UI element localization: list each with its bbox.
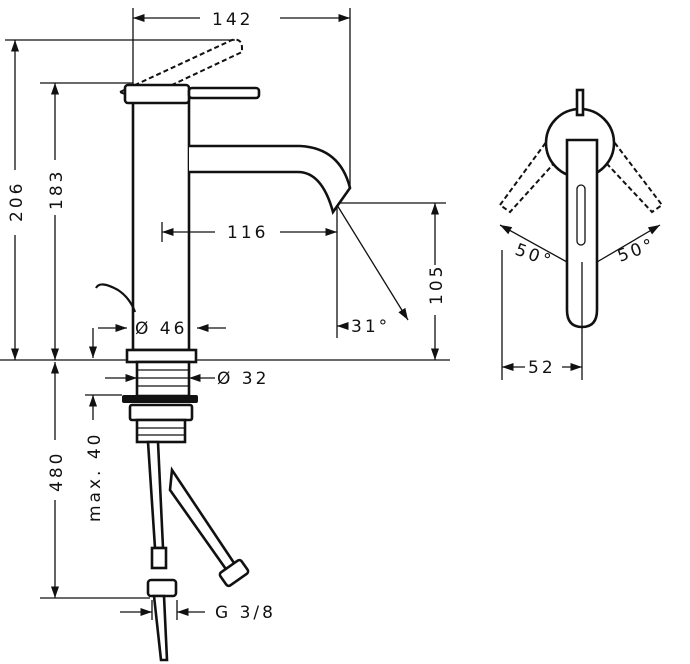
- base-ring: [125, 348, 198, 364]
- popup-rod: [95, 283, 137, 313]
- dim-142: 142: [212, 10, 253, 30]
- dim-diameter-46: Ø 46: [135, 319, 187, 339]
- faucet-top-view: [498, 88, 664, 380]
- dim-480: 480: [47, 451, 67, 492]
- hose-1-fitting: [150, 546, 168, 570]
- mounting-nut: [128, 403, 194, 422]
- supply-pipe: [152, 594, 169, 662]
- lever-slot: [576, 184, 586, 246]
- lever-handle: [187, 86, 261, 100]
- spout: [189, 144, 352, 215]
- hose-1: [146, 440, 165, 550]
- hose-2: [168, 466, 238, 574]
- faucet-side-view: [0, 38, 450, 662]
- top-nub: [575, 88, 585, 117]
- dim-206: 206: [7, 181, 27, 222]
- dim-183: 183: [47, 169, 67, 210]
- thread-shank: [135, 360, 191, 398]
- dim-50-degrees-right: 50°: [615, 235, 659, 267]
- faucet-cap: [123, 83, 191, 105]
- mounting-flange: [122, 395, 198, 403]
- dim-116: 116: [227, 223, 268, 243]
- dim-diameter-32: Ø 32: [217, 369, 269, 389]
- dimension-lines: [5, 8, 446, 620]
- dim-52: 52: [528, 358, 556, 378]
- dim-max-40: max. 40: [85, 432, 105, 522]
- dim-105: 105: [427, 264, 447, 305]
- hose-1-nut: [146, 578, 178, 598]
- dim-31-degrees: 31°: [351, 317, 390, 337]
- faucet-body: [131, 98, 191, 352]
- lower-thread: [135, 418, 187, 444]
- dim-50-degrees-left: 50°: [512, 240, 556, 272]
- dim-g-3-8: G 3/8: [215, 603, 276, 623]
- hose-2-nut: [218, 558, 250, 588]
